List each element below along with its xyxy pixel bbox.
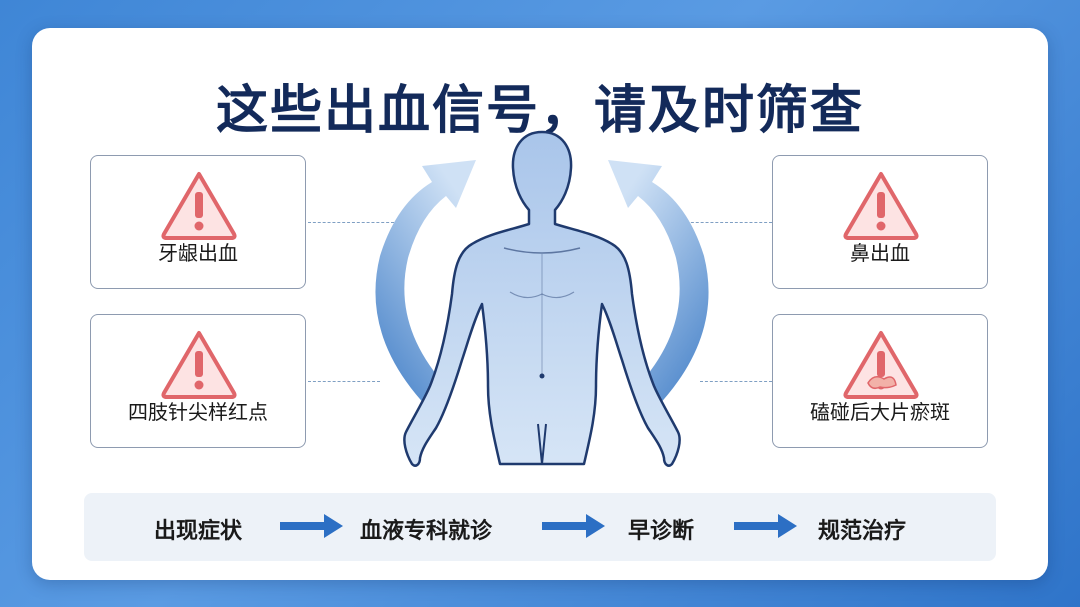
signal-box-nosebleed: 鼻出血 xyxy=(772,155,988,289)
arrow-right-icon xyxy=(734,514,797,538)
warning-bruise-icon xyxy=(843,331,919,399)
human-body-figure xyxy=(403,130,681,467)
curved-arrow-right xyxy=(608,160,709,408)
connector-line xyxy=(308,381,380,382)
curved-arrow-left xyxy=(375,160,476,408)
warning-icon xyxy=(161,331,237,399)
flow-step: 早诊断 xyxy=(628,519,695,544)
flow-step: 出现症状 xyxy=(154,519,243,544)
signal-label: 四肢针尖样红点 xyxy=(128,400,268,424)
flow-step: 规范治疗 xyxy=(818,519,907,544)
arrow-right-icon xyxy=(542,514,605,538)
signal-box-bruising: 磕碰后大片瘀斑 xyxy=(772,314,988,448)
warning-icon xyxy=(161,172,237,240)
warning-icon xyxy=(843,172,919,240)
flow-step: 血液专科就诊 xyxy=(360,519,493,544)
connector-line xyxy=(308,222,394,223)
signal-box-petechiae: 四肢针尖样红点 xyxy=(90,314,306,448)
signal-box-gum-bleeding: 牙龈出血 xyxy=(90,155,306,289)
infographic-card: 这些出血信号，请及时筛查 牙龈出血 四肢针尖样红点 鼻出血 xyxy=(32,28,1048,580)
signal-label: 牙龈出血 xyxy=(158,241,238,265)
connector-line xyxy=(686,222,772,223)
connector-line xyxy=(700,381,772,382)
treatment-flow-bar: 出现症状 血液专科就诊 早诊断 规范治疗 xyxy=(84,493,996,561)
signal-label: 磕碰后大片瘀斑 xyxy=(810,400,950,424)
signal-label: 鼻出血 xyxy=(850,241,910,265)
arrow-right-icon xyxy=(280,514,343,538)
